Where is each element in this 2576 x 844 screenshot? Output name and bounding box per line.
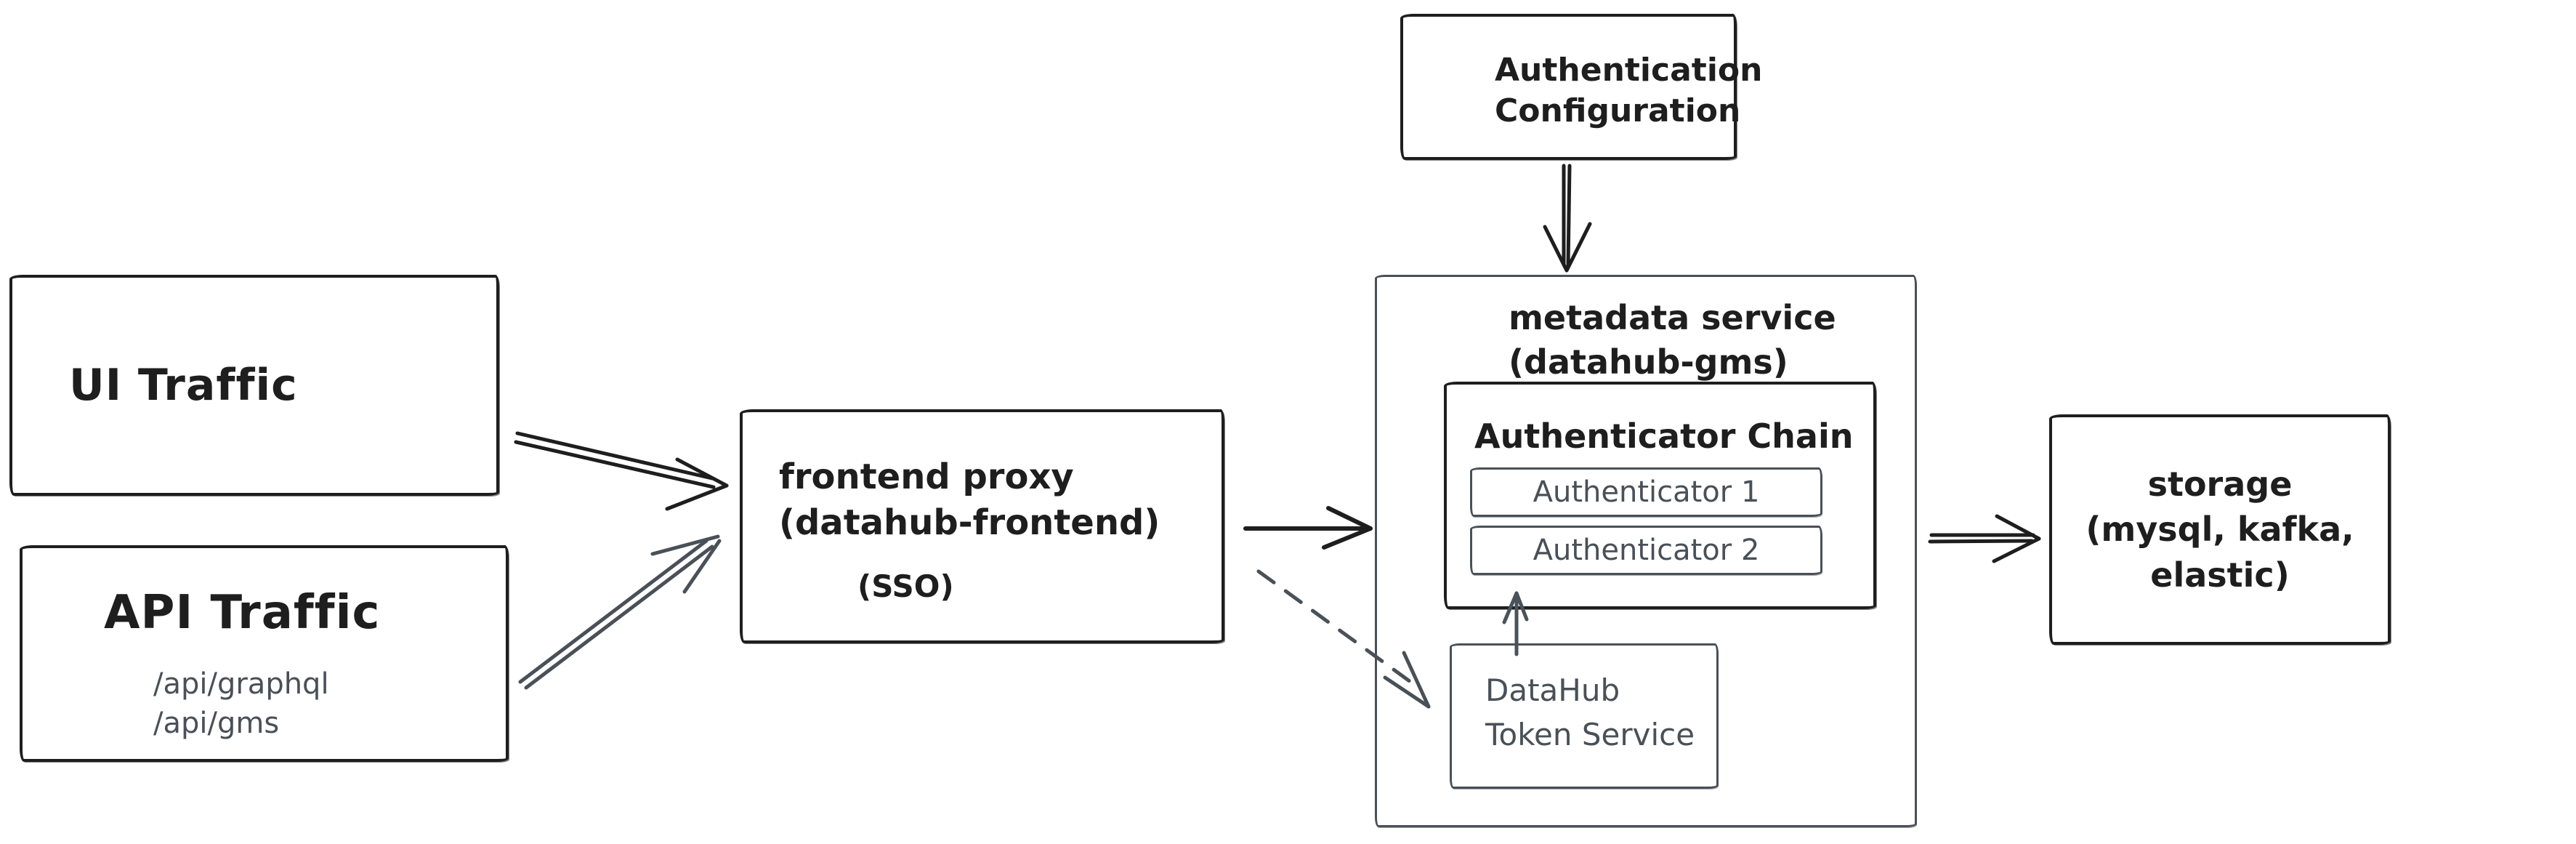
auth-config-box: Authentication Configuration: [1400, 14, 1763, 160]
auth-config-line2: Configuration: [1495, 92, 1741, 130]
authenticator-1-label: Authenticator 1: [1533, 475, 1760, 509]
arrow-frontend-proxy-to-metadata-service: [1243, 506, 1373, 550]
frontend-proxy-box: frontend proxy (datahub-frontend) (SSO): [740, 409, 1224, 643]
authenticator-chain-title: Authenticator Chain: [1474, 417, 1854, 456]
storage-subtitle: (mysql, kafka, elastic): [2086, 510, 2354, 595]
ui-traffic-box: UI Traffic: [9, 275, 499, 496]
authenticator-1-box: Authenticator 1: [1470, 467, 1822, 517]
frontend-proxy-subtitle: (datahub-frontend): [779, 502, 1160, 544]
token-service-line2: Token Service: [1485, 716, 1695, 752]
metadata-service-subtitle: (datahub-gms): [1509, 342, 1788, 382]
metadata-service-title: metadata service (datahub-gms): [1509, 296, 1836, 384]
arrow-auth-config-to-metadata-service: [1543, 164, 1592, 273]
token-service-box: DataHub Token Service: [1450, 643, 1719, 789]
api-endpoints: /api/graphql /api/gms: [153, 664, 506, 743]
arrow-api-traffic-to-frontend-proxy: [518, 534, 722, 690]
authenticator-chain-box: Authenticator Chain Authenticator 1 Auth…: [1444, 382, 1876, 609]
arrow-metadata-service-to-storage: [1928, 514, 2041, 563]
frontend-proxy-title: frontend proxy: [779, 457, 1074, 497]
api-traffic-label: API Traffic: [104, 586, 381, 640]
arrow-ui-traffic-to-frontend-proxy: [514, 431, 729, 511]
storage-title: storage: [2147, 465, 2293, 505]
api-endpoint-graphql: /api/graphql: [153, 667, 329, 701]
api-traffic-box: API Traffic /api/graphql /api/gms: [20, 545, 509, 762]
frontend-proxy-sso-note: (SSO): [857, 568, 954, 604]
api-endpoint-gms: /api/gms: [153, 707, 280, 740]
ui-traffic-label: UI Traffic: [69, 360, 298, 411]
token-service-line1: DataHub: [1485, 672, 1620, 708]
storage-box: storage (mysql, kafka, elastic): [2049, 414, 2391, 645]
authenticator-2-label: Authenticator 2: [1533, 534, 1760, 567]
metadata-service-title-line: metadata service: [1509, 298, 1836, 337]
auth-config-line1: Authentication: [1495, 52, 1763, 89]
authenticator-2-box: Authenticator 2: [1470, 526, 1822, 575]
